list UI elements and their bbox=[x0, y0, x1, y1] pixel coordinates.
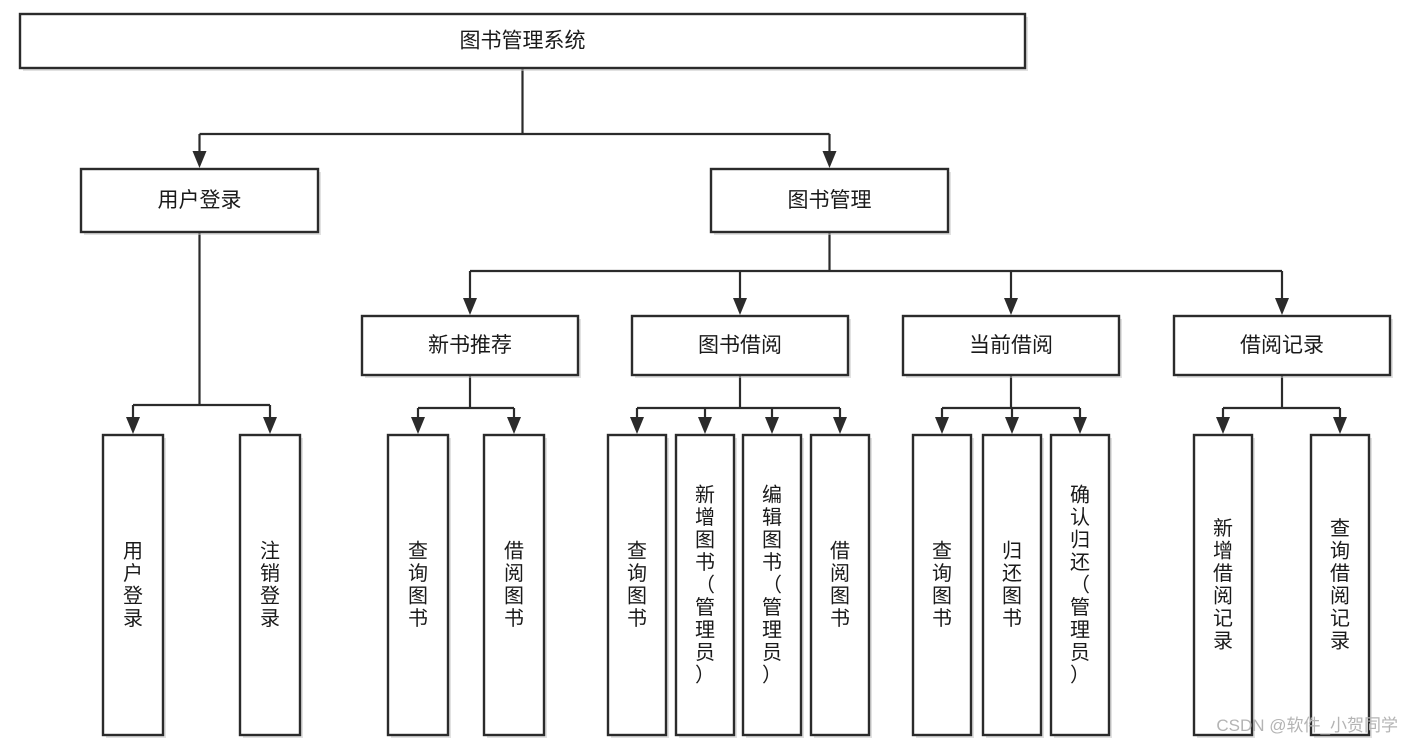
node-leaf-query-borrow-record-label: 查询借阅记录 bbox=[1330, 517, 1350, 653]
node-leaf-logout-login-label: 注销登录 bbox=[260, 540, 280, 631]
node-current-borrow-label: 当前借阅 bbox=[969, 334, 1053, 357]
arrow-head-icon bbox=[463, 298, 477, 315]
node-leaf-return-book[interactable]: 归还图书 bbox=[981, 433, 1044, 738]
node-leaf-add-book[interactable]: 新增图书（管理员） bbox=[674, 433, 737, 738]
node-leaf-borrow-book[interactable]: 借阅图书 bbox=[809, 433, 872, 738]
arrow-head-icon bbox=[1004, 298, 1018, 315]
connector-lines-layer bbox=[126, 68, 1347, 434]
node-leaf-add-borrow-record[interactable]: 新增借阅记录 bbox=[1192, 433, 1255, 738]
node-leaf-user-login-box[interactable] bbox=[101, 433, 165, 737]
csdn-watermark: CSDN @软件_小贺同学 bbox=[1216, 716, 1398, 735]
node-leaf-user-login-label: 用户登录 bbox=[123, 541, 143, 631]
node-leaf-query-book-borrow[interactable]: 查询图书 bbox=[606, 433, 669, 738]
node-book-manage-box[interactable] bbox=[709, 167, 950, 234]
node-current-borrow[interactable]: 当前借阅 bbox=[901, 314, 1122, 378]
node-root-label: 图书管理系统 bbox=[460, 30, 586, 53]
arrow-head-icon bbox=[698, 417, 712, 434]
node-root-box[interactable] bbox=[18, 12, 1027, 70]
arrow-head-icon bbox=[765, 417, 779, 434]
node-leaf-query-book-rec[interactable]: 查询图书 bbox=[386, 433, 451, 738]
node-leaf-query-book-borrow-label: 查询图书 bbox=[627, 540, 647, 631]
node-leaf-query-book-cur-label: 查询图书 bbox=[932, 540, 952, 631]
arrow-head-icon bbox=[411, 417, 425, 434]
arrow-head-icon bbox=[733, 298, 747, 315]
node-user-login-label: 用户登录 bbox=[158, 189, 242, 212]
node-book-borrow-box[interactable] bbox=[630, 314, 850, 377]
arrow-head-icon bbox=[126, 417, 140, 434]
node-leaf-borrow-book-box[interactable] bbox=[809, 433, 871, 737]
node-new-book-recommend-box[interactable] bbox=[360, 314, 580, 377]
arrow-head-icon bbox=[1073, 417, 1087, 434]
arrow-head-icon bbox=[507, 417, 521, 434]
node-leaf-add-borrow-record-label: 新增借阅记录 bbox=[1213, 517, 1233, 653]
node-leaf-query-book-cur-box[interactable] bbox=[911, 433, 973, 737]
arrow-head-icon bbox=[822, 151, 837, 168]
node-new-book-recommend-label: 新书推荐 bbox=[428, 334, 512, 357]
node-borrow-record-box[interactable] bbox=[1172, 314, 1392, 377]
node-leaf-query-book-rec-box[interactable] bbox=[386, 433, 450, 737]
arrow-head-icon bbox=[833, 417, 847, 434]
arrow-head-icon bbox=[630, 417, 644, 434]
arrow-head-icon bbox=[1005, 417, 1019, 434]
node-leaf-add-borrow-record-box[interactable] bbox=[1192, 433, 1254, 737]
node-book-manage[interactable]: 图书管理 bbox=[709, 167, 951, 235]
node-leaf-confirm-return-box[interactable] bbox=[1049, 433, 1111, 737]
node-leaf-query-borrow-record[interactable]: 查询借阅记录 bbox=[1309, 433, 1372, 738]
node-new-book-recommend[interactable]: 新书推荐 bbox=[360, 314, 581, 378]
node-leaf-user-login[interactable]: 用户登录 bbox=[101, 433, 166, 738]
node-borrow-record-label: 借阅记录 bbox=[1240, 334, 1324, 357]
node-leaf-borrow-book-rec-box[interactable] bbox=[482, 433, 546, 737]
node-leaf-return-book-box[interactable] bbox=[981, 433, 1043, 737]
node-leaf-edit-book[interactable]: 编辑图书（管理员） bbox=[741, 433, 804, 738]
node-leaf-query-borrow-record-box[interactable] bbox=[1309, 433, 1371, 737]
node-book-borrow[interactable]: 图书借阅 bbox=[630, 314, 851, 378]
arrow-head-icon bbox=[1333, 417, 1347, 434]
arrow-head-icon bbox=[192, 151, 207, 168]
node-leaf-logout-login[interactable]: 注销登录 bbox=[238, 433, 303, 738]
node-leaf-borrow-book-rec[interactable]: 借阅图书 bbox=[482, 433, 547, 738]
arrow-head-icon bbox=[263, 417, 277, 434]
node-root[interactable]: 图书管理系统 bbox=[18, 12, 1028, 71]
node-leaf-query-book-borrow-box[interactable] bbox=[606, 433, 668, 737]
node-current-borrow-box[interactable] bbox=[901, 314, 1121, 377]
node-leaf-add-book-box[interactable] bbox=[674, 433, 736, 737]
arrow-head-icon bbox=[1216, 417, 1230, 434]
node-leaf-borrow-book-label: 借阅图书 bbox=[830, 540, 850, 631]
node-user-login[interactable]: 用户登录 bbox=[79, 167, 321, 235]
nodes-layer: 图书管理系统用户登录图书管理新书推荐图书借阅当前借阅借阅记录用户登录注销登录查询… bbox=[18, 12, 1393, 738]
node-leaf-logout-login-box[interactable] bbox=[238, 433, 302, 737]
node-borrow-record[interactable]: 借阅记录 bbox=[1172, 314, 1393, 378]
node-leaf-query-book-cur[interactable]: 查询图书 bbox=[911, 433, 974, 738]
node-leaf-confirm-return-label: 确认归还（管理员） bbox=[1070, 483, 1090, 686]
node-leaf-edit-book-label: 编辑图书（管理员） bbox=[762, 483, 782, 686]
node-user-login-box[interactable] bbox=[79, 167, 320, 234]
arrow-head-icon bbox=[1275, 298, 1289, 315]
node-leaf-add-book-label: 新增图书（管理员） bbox=[695, 483, 715, 686]
node-leaf-query-book-rec-label: 查询图书 bbox=[408, 540, 428, 631]
node-leaf-borrow-book-rec-label: 借阅图书 bbox=[504, 540, 524, 631]
node-book-manage-label: 图书管理 bbox=[788, 189, 872, 212]
node-book-borrow-label: 图书借阅 bbox=[698, 334, 782, 357]
node-leaf-confirm-return[interactable]: 确认归还（管理员） bbox=[1049, 433, 1112, 738]
node-leaf-edit-book-box[interactable] bbox=[741, 433, 803, 737]
node-leaf-return-book-label: 归还图书 bbox=[1002, 540, 1022, 631]
arrow-head-icon bbox=[935, 417, 949, 434]
